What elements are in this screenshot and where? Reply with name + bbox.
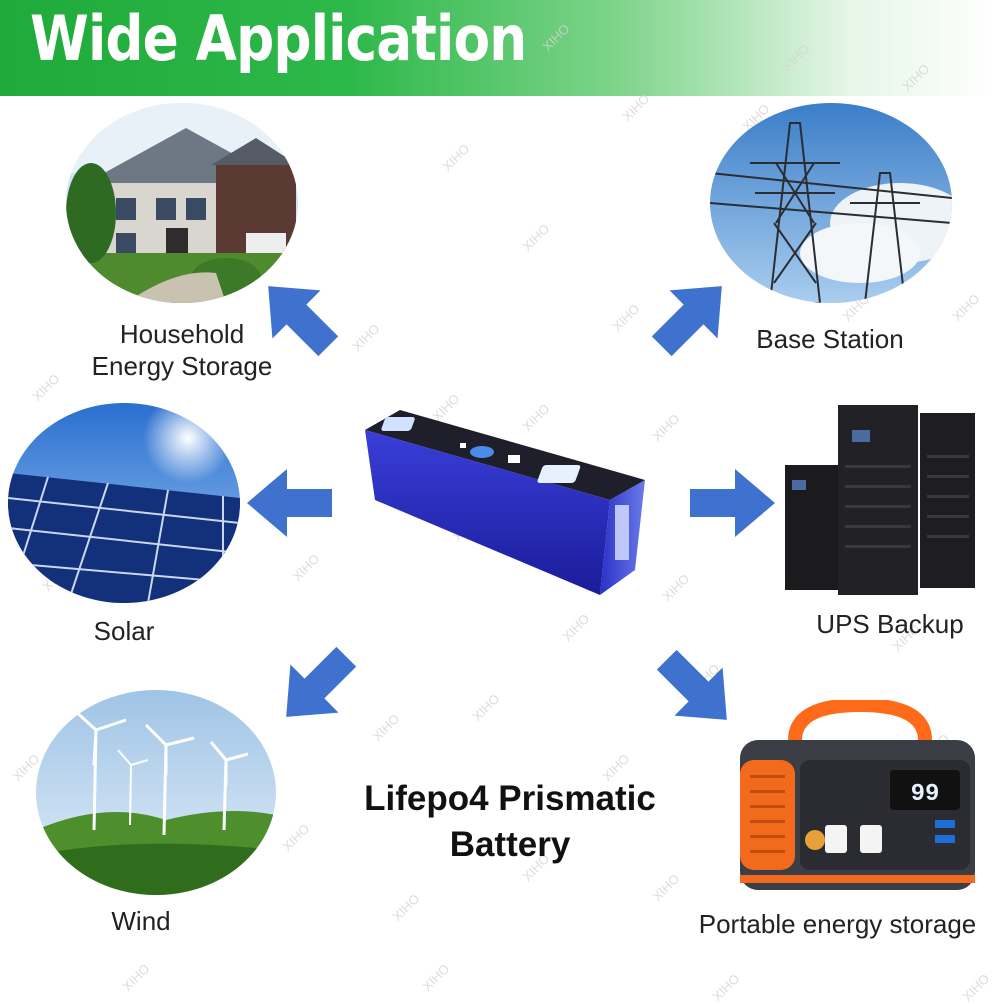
watermark-text: XIHO: [559, 610, 593, 645]
watermark-text: XIHO: [279, 820, 313, 855]
household-label-line1: Household: [119, 319, 245, 349]
arrow-solar-icon: [247, 469, 332, 537]
watermark-text: XIHO: [439, 140, 473, 175]
watermark-text: XIHO: [29, 370, 63, 405]
watermark-text: XIHO: [349, 320, 383, 355]
household-label: Household Energy Storage: [66, 318, 298, 382]
watermark-text: XIHO: [119, 960, 153, 995]
arrow-ups-icon: [690, 469, 775, 537]
solar-label: Solar: [93, 616, 155, 646]
base-station-photo: [710, 103, 952, 303]
watermark-text: XIHO: [419, 960, 453, 995]
watermark-text: XIHO: [689, 660, 723, 695]
watermark-text: XIHO: [649, 870, 683, 905]
ups-photo: [780, 405, 980, 595]
household-label-line2: Energy Storage: [91, 351, 273, 381]
portable-photo: 99: [735, 700, 980, 900]
watermark-text: XIHO: [659, 570, 693, 605]
watermark-text: XIHO: [949, 290, 983, 325]
wind-label: Wind: [111, 906, 171, 936]
household-photo: [66, 103, 298, 303]
watermark-text: XIHO: [369, 710, 403, 745]
watermark-text: XIHO: [519, 220, 553, 255]
ups-label: UPS Backup: [816, 609, 964, 639]
product-caption-line2: Battery: [449, 825, 571, 864]
product-caption-line1: Lifepo4 Prismatic: [364, 779, 656, 818]
arrow-wind-icon: [286, 646, 357, 717]
product-caption: Lifepo4 Prismatic Battery: [330, 776, 690, 868]
base-station-label: Base Station: [756, 324, 904, 354]
watermark-text: XIHO: [649, 410, 683, 445]
watermark-text: XIHO: [469, 690, 503, 725]
wind-photo: [36, 690, 276, 895]
portable-label: Portable energy storage: [698, 909, 977, 939]
watermark-text: XIHO: [609, 300, 643, 335]
banner-title: Wide Application: [30, 2, 527, 75]
watermark-text: XIHO: [709, 970, 743, 1004]
title-banner: Wide Application: [0, 0, 1000, 96]
watermark-text: XIHO: [389, 890, 423, 925]
watermark-text: XIHO: [289, 550, 323, 585]
power-display-readout: 99: [911, 781, 940, 808]
watermark-text: XIHO: [959, 970, 993, 1004]
battery-image: [360, 405, 650, 605]
solar-photo: [8, 403, 240, 603]
